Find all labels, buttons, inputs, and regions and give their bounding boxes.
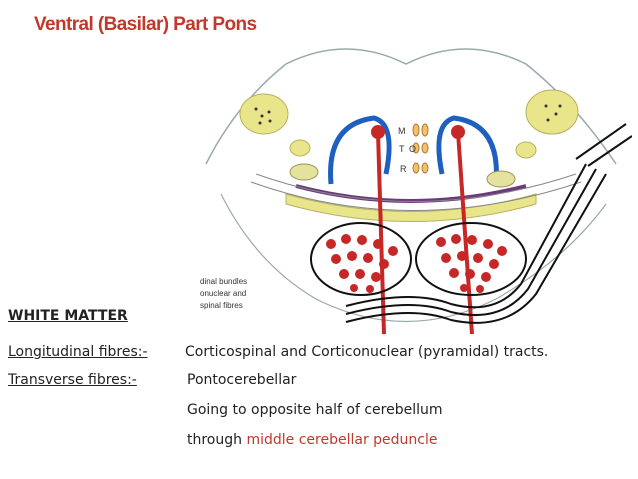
transverse-label: Transverse fibres:- xyxy=(8,372,137,388)
transverse-row: Transverse fibres:- Pontocerebellar xyxy=(8,370,638,390)
blue-tract-left xyxy=(328,115,392,185)
olive-right xyxy=(486,170,516,188)
red-tract-left-head xyxy=(371,125,385,139)
label-r: R xyxy=(400,164,407,174)
red-tract-right-head xyxy=(451,125,465,139)
longitudinal-label: Longitudinal fibres:- xyxy=(8,344,148,360)
partial-label-1: dinal bundles xyxy=(200,277,247,286)
nucleus-right-large xyxy=(525,89,579,135)
partial-label-3: spinal fibres xyxy=(200,301,243,310)
olive-left xyxy=(289,163,319,181)
cerebellum-line: Going to opposite half of cerebellum xyxy=(187,402,443,418)
nucleus-right-small xyxy=(515,141,537,159)
label-o: O xyxy=(409,144,416,154)
mcp-fiber-4 xyxy=(575,123,627,160)
peduncle-prefix: through xyxy=(187,432,243,448)
pons-cross-section-svg: M T O R xyxy=(200,48,632,334)
mcp-fiber-2 xyxy=(345,168,597,316)
white-matter-heading: WHITE MATTER xyxy=(8,308,128,324)
mcp-fiber-5 xyxy=(587,135,632,167)
nucleus-dots xyxy=(254,104,562,125)
transverse-band xyxy=(285,193,537,222)
partial-label-2: onuclear and xyxy=(200,289,246,298)
mtor-ovals xyxy=(412,123,429,174)
slide-title: Ventral (Basilar) Part Pons xyxy=(34,14,257,35)
nucleus-left-large xyxy=(239,93,289,135)
pontine-nuclei-right xyxy=(436,234,507,293)
label-t: T xyxy=(399,144,405,154)
pontine-oval-right xyxy=(415,222,527,296)
pontine-nuclei-left xyxy=(326,234,398,293)
fiber-line-2 xyxy=(250,181,582,211)
red-tract-left xyxy=(376,131,386,334)
fiber-line-1 xyxy=(255,173,577,202)
mcp-fiber-3 xyxy=(345,173,607,324)
blue-tract-right xyxy=(436,115,499,185)
peduncle-highlight: middle cerebellar peduncle xyxy=(246,432,438,448)
pons-diagram: M T O R xyxy=(196,44,632,334)
pontine-oval-left xyxy=(310,222,412,296)
nucleus-left-small xyxy=(289,139,311,157)
longitudinal-text: Corticospinal and Corticonuclear (pyrami… xyxy=(185,344,549,360)
longitudinal-row: Longitudinal fibres:- Corticospinal and … xyxy=(8,342,638,362)
transverse-text: Pontocerebellar xyxy=(187,372,297,388)
red-tract-right xyxy=(456,131,474,334)
mcp-fiber-1 xyxy=(345,163,587,309)
peduncle-line: through middle cerebellar peduncle xyxy=(187,430,438,450)
label-m: M xyxy=(398,126,406,136)
